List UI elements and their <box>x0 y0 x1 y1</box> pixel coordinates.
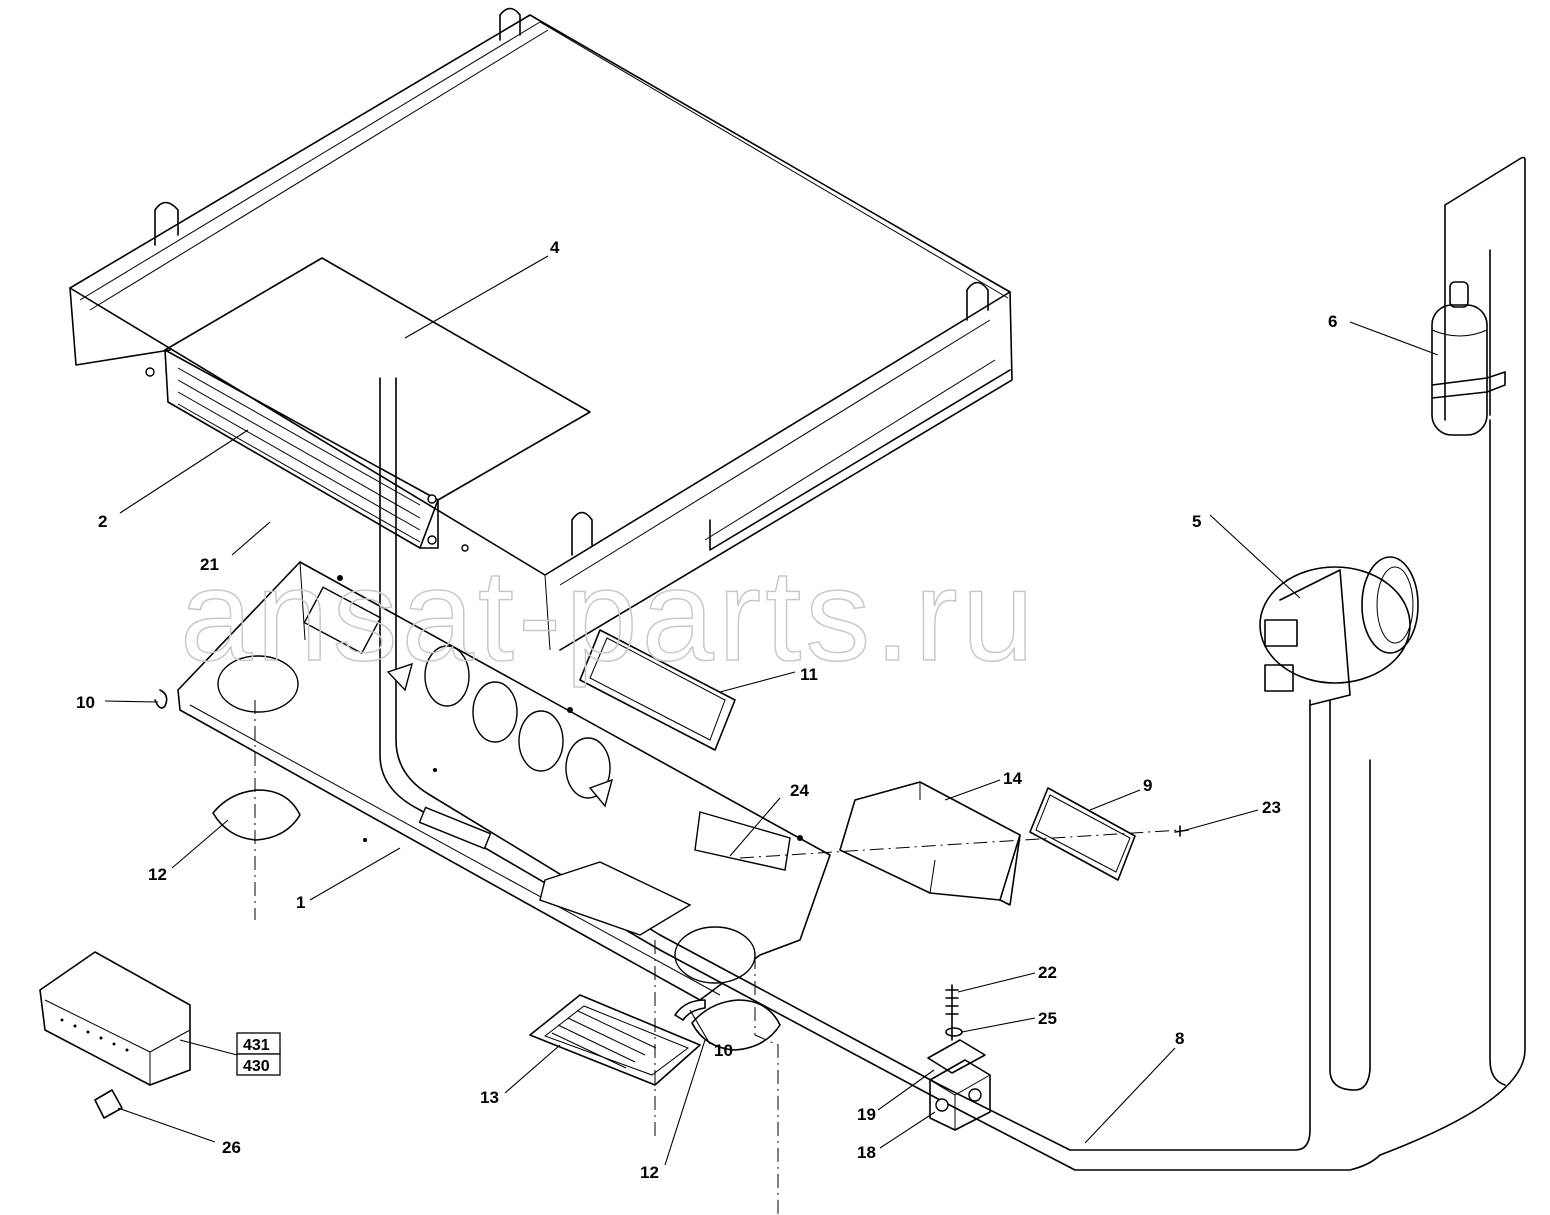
compressor <box>1259 556 1419 706</box>
mount-bolt <box>945 984 959 1041</box>
leader-lines <box>104 255 1439 1166</box>
callout-5: 5 <box>1192 512 1201 531</box>
hose-vertical-pair <box>379 377 661 951</box>
callout-23: 23 <box>1262 798 1281 817</box>
callout-2: 2 <box>98 512 107 531</box>
hose-lower-pair <box>659 156 1526 1171</box>
callout-26: 26 <box>222 1138 241 1157</box>
receiver-drier <box>1431 281 1506 436</box>
callout-22: 22 <box>1038 963 1057 982</box>
duct-box <box>839 781 1021 906</box>
evaporator-housing <box>145 257 591 552</box>
reference-430: 430 <box>243 1058 270 1075</box>
filter-frame <box>579 629 736 751</box>
gasket-upper <box>212 789 301 841</box>
reference-431: 431 <box>243 1037 270 1054</box>
callout-24: 24 <box>790 781 809 800</box>
fuse <box>94 1089 123 1119</box>
axis-line-3 <box>754 955 779 1215</box>
callout-10b: 10 <box>714 1041 733 1060</box>
cover-plate <box>1029 787 1136 881</box>
relay-box <box>39 951 191 1086</box>
grille <box>529 994 701 1086</box>
washer <box>945 1027 963 1037</box>
callouts: 4 2 21 6 5 10 11 24 14 9 23 12 1 22 25 8… <box>76 238 1337 1182</box>
callout-12b: 12 <box>640 1163 659 1182</box>
callout-21: 21 <box>200 555 219 574</box>
clip-lower <box>674 999 706 1021</box>
watermark: ansat-parts.ru <box>180 542 1038 688</box>
mount-bracket <box>927 1039 986 1074</box>
callout-1: 1 <box>296 893 305 912</box>
callout-10a: 10 <box>76 693 95 712</box>
axis-line-4 <box>739 829 1181 859</box>
callout-11: 11 <box>800 665 818 684</box>
callout-14: 14 <box>1003 769 1022 788</box>
callout-9: 9 <box>1143 776 1152 795</box>
roof-frame <box>69 7 1013 651</box>
callout-4: 4 <box>550 238 560 257</box>
clip-left <box>154 689 168 709</box>
callout-12a: 12 <box>148 865 167 884</box>
reference-box: 431 430 <box>236 1032 281 1076</box>
mount-block <box>929 1059 991 1131</box>
callout-25: 25 <box>1038 1009 1057 1028</box>
screw <box>1174 825 1189 837</box>
callout-13: 13 <box>480 1088 499 1107</box>
callout-18: 18 <box>857 1143 876 1162</box>
callout-6: 6 <box>1328 312 1337 331</box>
mount-panel <box>177 561 831 1001</box>
gasket-lower <box>691 999 781 1051</box>
callout-19: 19 <box>857 1105 876 1124</box>
callout-8: 8 <box>1175 1029 1184 1048</box>
